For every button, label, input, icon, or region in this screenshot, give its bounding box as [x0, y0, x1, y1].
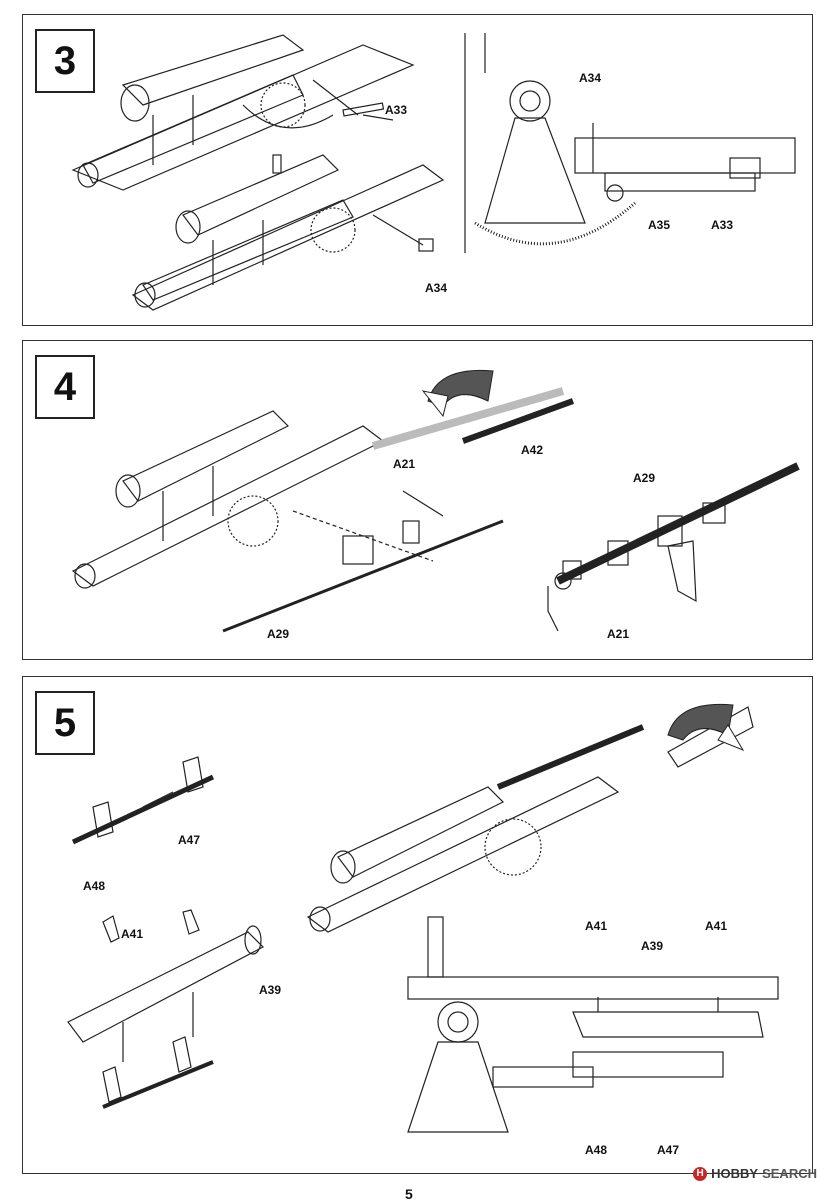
- part-label: A48: [83, 879, 106, 893]
- part-label: A48: [585, 1143, 608, 1157]
- detail-inset-drawing: [407, 916, 779, 1133]
- part-label: A33: [711, 218, 734, 232]
- rotate-arrow-icon: [667, 703, 745, 752]
- part-label: A21: [607, 627, 630, 641]
- step-number: 5: [35, 691, 95, 755]
- gun-cradle-drawing: [71, 34, 415, 191]
- step-number: 4: [35, 355, 95, 419]
- part-label: A47: [178, 833, 201, 847]
- watermark-suffix: SEARCH: [762, 1166, 817, 1181]
- gun-cradle-drawing-lower: [131, 154, 445, 311]
- part-label: A34: [579, 71, 602, 85]
- gun-cradle-drawing: [71, 387, 575, 633]
- part-label: A34: [425, 281, 448, 295]
- part-label: A21: [393, 457, 416, 471]
- part-label: A39: [259, 983, 282, 997]
- hobby-search-watermark: H HOBBY SEARCH: [693, 1166, 817, 1181]
- watermark-brand: HOBBY: [711, 1166, 759, 1181]
- page-number: 5: [405, 1186, 413, 1202]
- detail-inset-drawing: [547, 462, 800, 632]
- part-label: A33: [385, 103, 408, 117]
- part-label: A29: [633, 471, 656, 485]
- step-number: 3: [35, 29, 95, 93]
- step-3-panel: 3: [22, 14, 813, 326]
- detail-inset-drawing: [464, 33, 796, 253]
- part-label: A35: [648, 218, 671, 232]
- part-label: A41: [121, 927, 144, 941]
- sub-assembly-drawing: [71, 756, 215, 845]
- gun-cradle-drawing: [306, 706, 754, 933]
- part-label: A42: [521, 443, 544, 457]
- watermark-badge: H: [693, 1166, 708, 1181]
- part-label: A39: [641, 939, 664, 953]
- part-label: A47: [657, 1143, 680, 1157]
- part-label: A29: [267, 627, 290, 641]
- rotate-arrow-icon: [421, 369, 494, 418]
- step-4-panel: 4: [22, 340, 813, 660]
- trough-drawing: [67, 909, 264, 1109]
- part-label: A41: [585, 919, 608, 933]
- step-5-panel: 5: [22, 676, 813, 1174]
- part-label: A41: [705, 919, 728, 933]
